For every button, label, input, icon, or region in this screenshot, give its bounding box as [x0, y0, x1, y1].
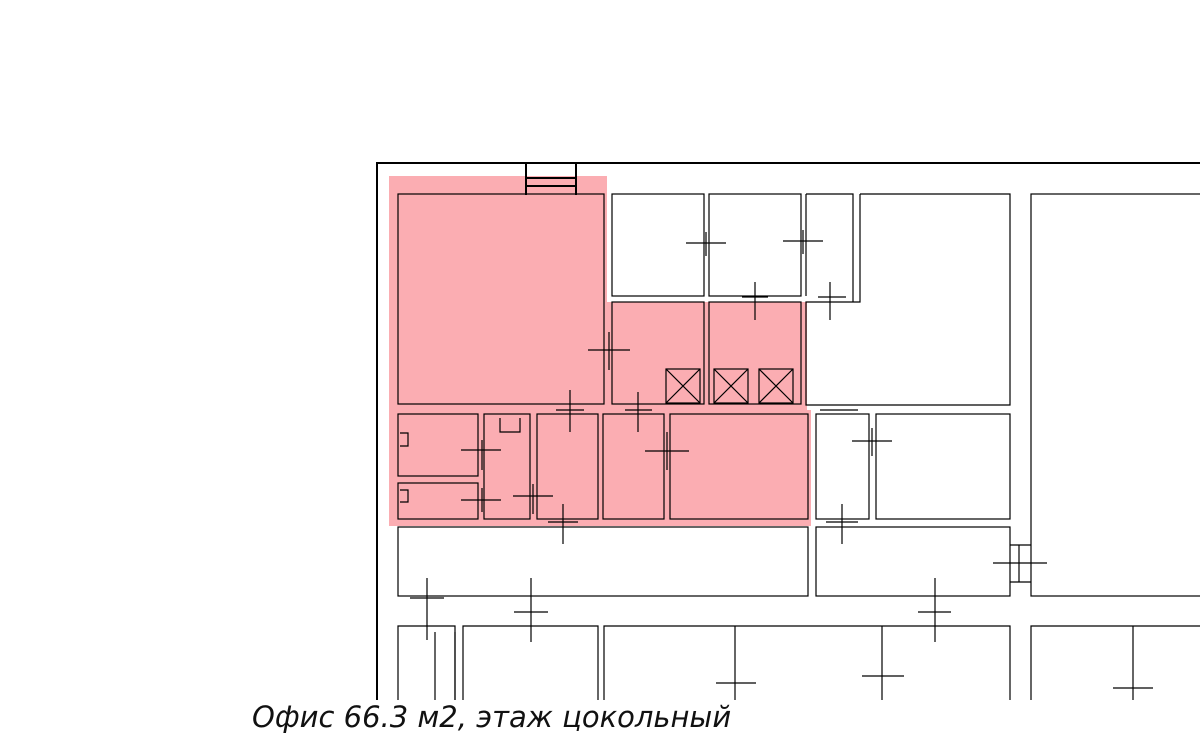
office-highlight	[389, 176, 811, 526]
plan-caption: Офис 66.3 м2, этаж цокольный	[252, 700, 732, 734]
ventilation-shafts	[665, 368, 794, 404]
outer-walls	[376, 162, 1200, 700]
door-marks	[400, 230, 1153, 700]
rooms	[397, 193, 1200, 700]
